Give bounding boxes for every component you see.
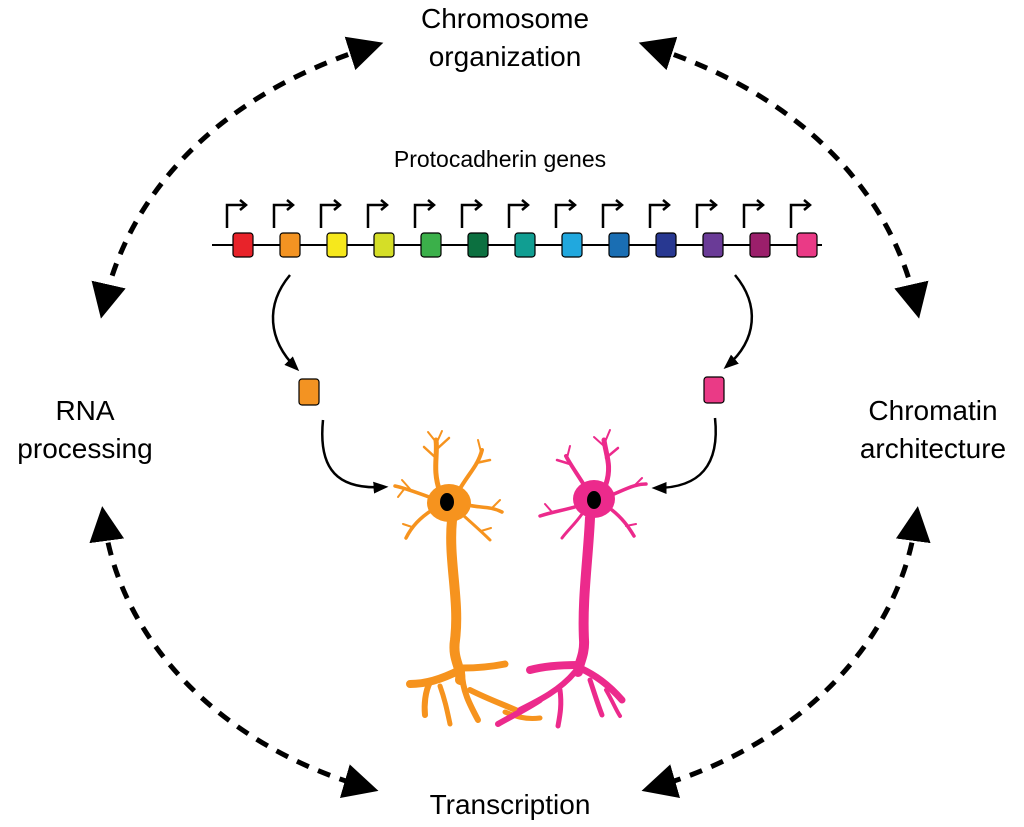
gene-block-3 (326, 232, 348, 258)
promoter-arrowhead-9 (615, 199, 624, 211)
promoter-arrowhead-10 (662, 199, 671, 211)
arrow-organization-rna (91, 36, 384, 319)
label-chromosome-organization-line1: Chromosome (420, 3, 590, 34)
label-chromosome-organization: Chromosome organization (380, 0, 630, 76)
label-chromatin-architecture-line2: architecture (859, 433, 1007, 464)
label-rna-processing-line1: RNA (55, 395, 115, 426)
label-rna-processing-line2: processing (17, 433, 153, 464)
gene-block-1 (232, 232, 254, 258)
gene-block-4 (373, 232, 395, 258)
gene-block-10 (655, 232, 677, 258)
label-protocadherin-genes: Protocadherin genes (393, 146, 607, 172)
neuron-magenta (495, 429, 648, 729)
promoter-arrow-11 (695, 203, 715, 228)
arrow-chromatin-transcription (641, 506, 931, 798)
cycle-arrows (89, 36, 931, 798)
promoter-arrowhead-11 (709, 199, 718, 211)
gene-block-9 (608, 232, 630, 258)
promoter-arrowhead-5 (427, 199, 436, 211)
gene-block-12 (749, 232, 771, 258)
promoter-arrow-10 (648, 203, 668, 228)
promoter-arrow-9 (601, 203, 621, 228)
promoter-arrowhead-12 (756, 199, 765, 211)
arrow-block-to-right-neuron (651, 417, 717, 494)
promoter-arrow-7 (507, 203, 527, 228)
promoter-arrow-1 (225, 203, 245, 228)
promoter-arrowhead-4 (380, 199, 389, 211)
gene-block-8 (561, 232, 583, 258)
gene-block-2 (279, 232, 301, 258)
label-chromosome-organization-line2: organization (428, 41, 582, 72)
promoter-arrowhead-1 (239, 199, 248, 211)
neuron-orange (393, 430, 543, 727)
expressed-isoform-left (298, 378, 320, 406)
expression-arrows (271, 274, 754, 494)
arrow-block-to-left-neuron (321, 419, 389, 494)
expressed-isoform-right (703, 376, 725, 404)
arrow-gene-to-left-block (271, 274, 300, 372)
gene-blocks (232, 232, 818, 258)
arrow-organization-chromatin (638, 36, 929, 319)
promoter-arrow-8 (554, 203, 574, 228)
label-rna-processing: RNA processing (0, 392, 170, 468)
promoter-arrowhead-7 (521, 199, 530, 211)
arrow-gene-to-right-block (723, 274, 754, 369)
gene-block-13 (796, 232, 818, 258)
promoter-arrowhead-2 (286, 199, 295, 211)
nucleus-right (587, 491, 601, 509)
gene-block-6 (467, 232, 489, 258)
gene-block-7 (514, 232, 536, 258)
promoter-arrows (225, 199, 812, 228)
promoter-arrow-4 (366, 203, 386, 228)
promoter-arrow-2 (272, 203, 292, 228)
gene-block-11 (702, 232, 724, 258)
promoter-arrow-5 (413, 203, 433, 228)
promoter-arrow-13 (789, 203, 809, 228)
promoter-arrowhead-6 (474, 199, 483, 211)
promoter-arrowhead-8 (568, 199, 577, 211)
promoter-arrowhead-3 (333, 199, 342, 211)
label-chromatin-architecture-line1: Chromatin (868, 395, 998, 426)
label-chromatin-architecture: Chromatin architecture (842, 392, 1024, 468)
promoter-arrow-3 (319, 203, 339, 228)
nucleus-left (440, 493, 454, 511)
arrow-rna-transcription (89, 506, 379, 798)
promoter-arrow-12 (742, 203, 762, 228)
promoter-arrowhead-13 (803, 199, 812, 211)
gene-cluster (212, 199, 822, 258)
gene-block-5 (420, 232, 442, 258)
promoter-arrow-6 (460, 203, 480, 228)
label-transcription: Transcription (429, 789, 591, 820)
